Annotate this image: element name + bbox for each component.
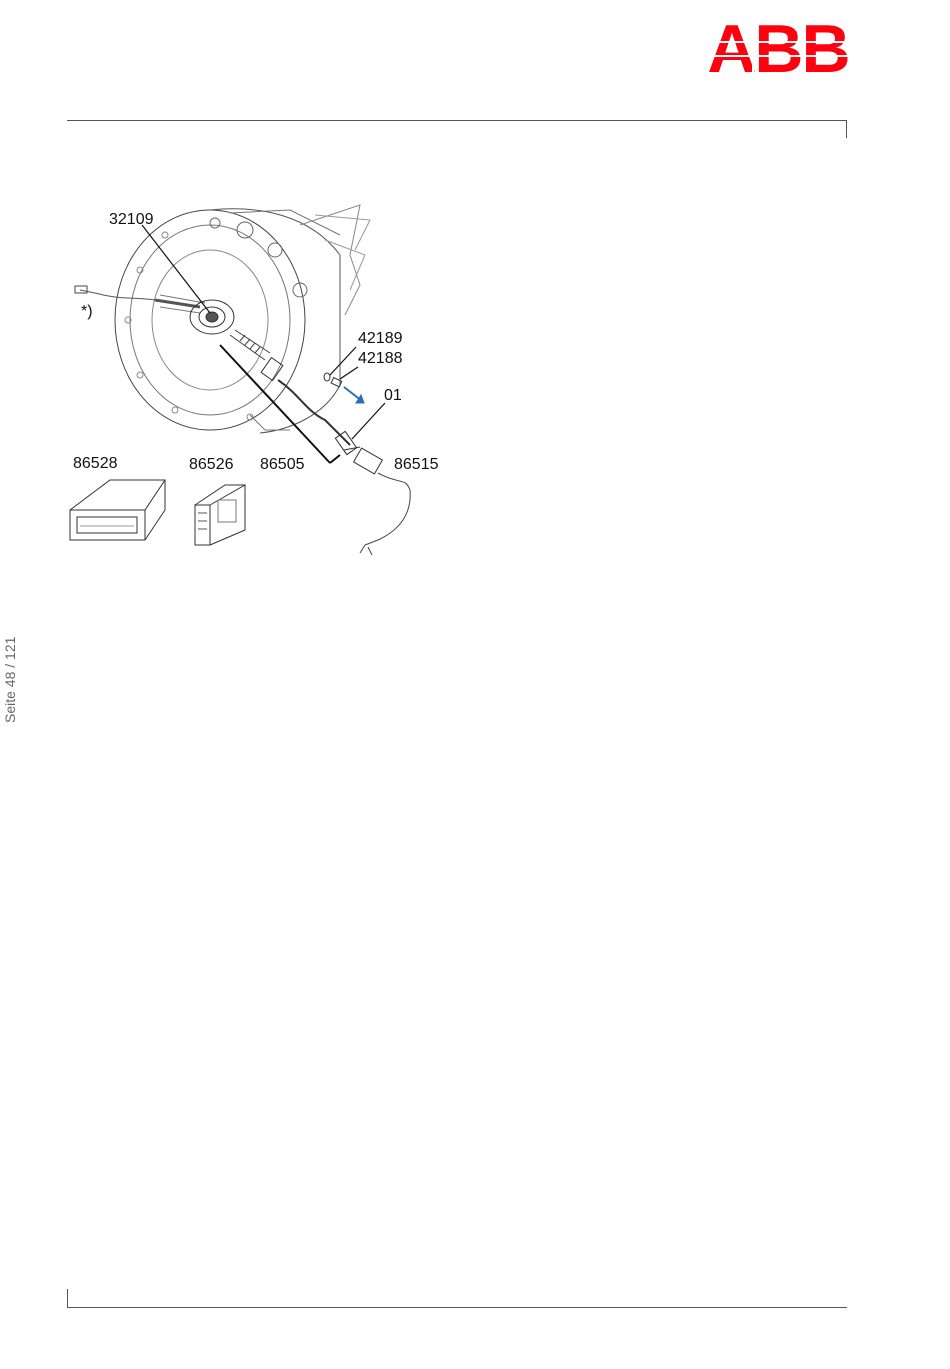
- screws-42188-42189: [324, 373, 364, 403]
- cable-86505: [220, 345, 360, 463]
- callout-asterisk: *): [81, 303, 93, 321]
- callout-86528: 86528: [73, 455, 118, 473]
- footer-tick: [67, 1289, 68, 1307]
- display-unit-86528: [70, 480, 165, 540]
- abb-logo-text: ABB: [707, 14, 848, 76]
- footer-rule: [67, 1307, 847, 1308]
- auxiliary-cable: [75, 286, 155, 300]
- speed-sensor-32109: [155, 295, 283, 380]
- callout-01: 01: [384, 387, 402, 405]
- callout-32109: 32109: [109, 211, 154, 229]
- callout-42188: 42188: [358, 350, 403, 368]
- header-tick: [846, 120, 847, 138]
- header-rule: [67, 120, 847, 121]
- module-86526: [195, 485, 245, 545]
- callout-86505: 86505: [260, 456, 305, 474]
- exploded-parts-illustration: [60, 195, 460, 575]
- page-number: Seite 48 / 121: [2, 643, 18, 723]
- callout-86515: 86515: [394, 456, 439, 474]
- callout-42189: 42189: [358, 330, 403, 348]
- abb-logo: ABB: [705, 14, 851, 76]
- callout-86526: 86526: [189, 456, 234, 474]
